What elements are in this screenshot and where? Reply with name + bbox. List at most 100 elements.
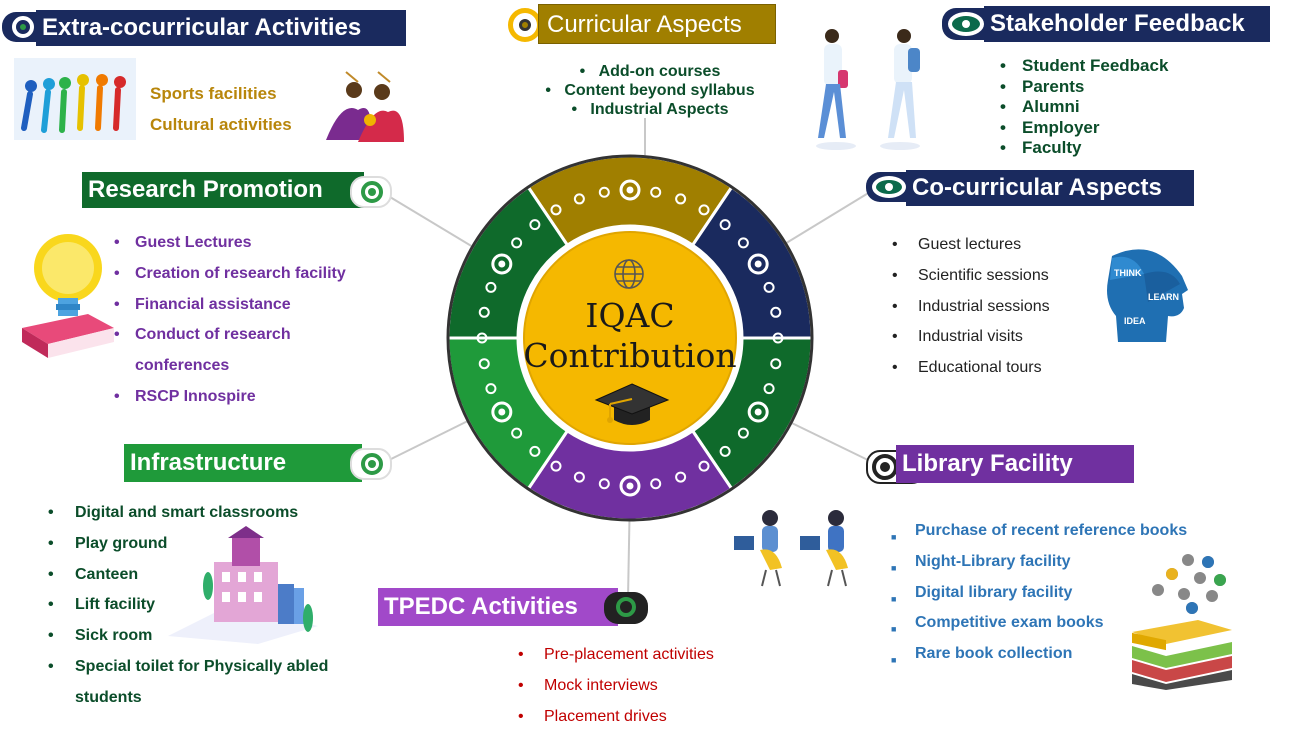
list-item: •Special toilet for Physically abled (48, 657, 329, 675)
wheel-dot (550, 204, 562, 216)
list-item: •Pre-placement activities (518, 646, 714, 663)
head-label-learn: LEARN (1148, 292, 1179, 302)
wheel-dot (675, 193, 687, 205)
list-item: students (48, 683, 328, 714)
list-item: • Industrial Aspects (571, 101, 729, 118)
tpedc-title: TPEDC Activities (378, 588, 618, 626)
wheel-dot (770, 306, 782, 318)
list-item: Scientific sessions (888, 261, 1050, 292)
list-item: Night-Library facility (889, 547, 1187, 584)
books-stack-image (1128, 550, 1238, 690)
wheel-dot (650, 186, 662, 198)
list-item-text: Guest Lectures (135, 234, 252, 251)
curricular-title-text: Curricular Aspects (547, 11, 742, 38)
wheel-dot (698, 460, 710, 472)
wheel-node-center (498, 408, 506, 416)
wheel-dot (763, 281, 775, 293)
cocurricular-title-text: Co-curricular Aspects (912, 174, 1162, 201)
list-item-text: Industrial Aspects (590, 101, 729, 118)
list-item-text: Add-on courses (598, 63, 721, 80)
list-item-text: Digital and smart classrooms (75, 504, 299, 521)
wheel-center-disc (523, 231, 737, 445)
list-item: Parents (996, 77, 1168, 98)
wheel-dot (719, 445, 731, 457)
library-title: Library Facility (896, 445, 1134, 483)
library-list: Purchase of recent reference books Night… (889, 516, 1187, 676)
list-item: •Guest Lectures (114, 234, 252, 251)
wheel-dot (485, 383, 497, 395)
list-item-text: Financial assistance (135, 295, 291, 313)
wheel-node-center (498, 260, 506, 268)
wheel-node-ring (619, 475, 641, 497)
wheel-dot (772, 332, 784, 344)
list-item: •Conduct of research (114, 326, 291, 344)
wheel-dot (737, 237, 749, 249)
wheel-node-center (626, 186, 634, 194)
target-icon (361, 453, 383, 475)
target-icon (12, 16, 34, 38)
head-label-think: THINK (1114, 268, 1142, 278)
extra-title: Extra-cocurricular Activities (36, 10, 406, 46)
wheel-dot (550, 460, 562, 472)
list-item: •Play ground (48, 534, 168, 552)
wheel-dot (598, 478, 610, 490)
list-item: Industrial sessions (888, 292, 1050, 323)
list-item: Cultural activities (150, 115, 292, 134)
list-item: • Add-on courses (579, 63, 721, 80)
target-icon (948, 12, 984, 36)
wheel-dot (511, 237, 523, 249)
list-item-text: conferences (135, 357, 230, 375)
research-title-text: Research Promotion (88, 176, 323, 203)
center-title-line1: IQAC (585, 296, 675, 335)
stakeholder-list: Student Feedback Parents Alumni Employer… (996, 56, 1168, 159)
wheel-node-center (754, 260, 762, 268)
list-item: •RSCP Innospire (114, 387, 256, 405)
wheel-dot (737, 427, 749, 439)
target-icon (872, 454, 898, 480)
wheel-node-ring (491, 253, 513, 275)
list-item: Educational tours (888, 353, 1050, 384)
wheel-dot (698, 204, 710, 216)
target-icon (872, 176, 906, 198)
list-item: Competitive exam books (889, 608, 1187, 645)
wheel-node-ring (619, 179, 641, 201)
wheel-dot (763, 383, 775, 395)
wheel-dot (675, 471, 687, 483)
wheel-node-ring (747, 401, 769, 423)
list-item: •Financial assistance (114, 295, 291, 313)
wheel-dot (529, 445, 541, 457)
list-item: Digital library facility (889, 578, 1187, 615)
stakeholder-title-text: Stakeholder Feedback (990, 10, 1245, 37)
list-item-text: Canteen (75, 565, 139, 583)
wheel-dot (529, 219, 541, 231)
center-title-line2: Contribution (523, 336, 737, 375)
tpedc-title-text: TPEDC Activities (384, 593, 578, 620)
stakeholder-title: Stakeholder Feedback (984, 6, 1270, 42)
list-item-text: Mock interviews (544, 676, 658, 694)
list-item: Employer (996, 118, 1168, 139)
wheel-dot (598, 186, 610, 198)
tpedc-list: •Pre-placement activities •Mock intervie… (518, 640, 714, 732)
infrastructure-title: Infrastructure (124, 444, 362, 482)
curricular-list: • Add-on courses • Content beyond syllab… (530, 62, 770, 119)
iqac-wheel (446, 154, 814, 522)
list-item-text: Lift facility (75, 596, 156, 614)
list-item: •Sick room (48, 627, 153, 645)
library-title-text: Library Facility (902, 450, 1073, 477)
wheel-dot (476, 332, 488, 344)
list-item: •Creation of research facility (114, 264, 346, 282)
center-title: IQAC Contribution (520, 296, 740, 376)
wheel-dot (770, 358, 782, 370)
wheel-dot (719, 219, 731, 231)
list-item-text: Pre-placement activities (544, 646, 714, 663)
list-item: •Digital and smart classrooms (48, 504, 299, 521)
students-at-computers-image (730, 506, 856, 588)
wheel-dot (573, 471, 585, 483)
list-item: •Placement drives (518, 707, 667, 725)
wheel-dot (650, 478, 662, 490)
head-label-idea: IDEA (1124, 316, 1146, 326)
list-item-text: Special toilet for Physically abled (75, 657, 329, 675)
list-item: Alumni (996, 97, 1168, 118)
cultural-dance-image (318, 60, 410, 152)
list-item-text: Play ground (75, 534, 168, 552)
